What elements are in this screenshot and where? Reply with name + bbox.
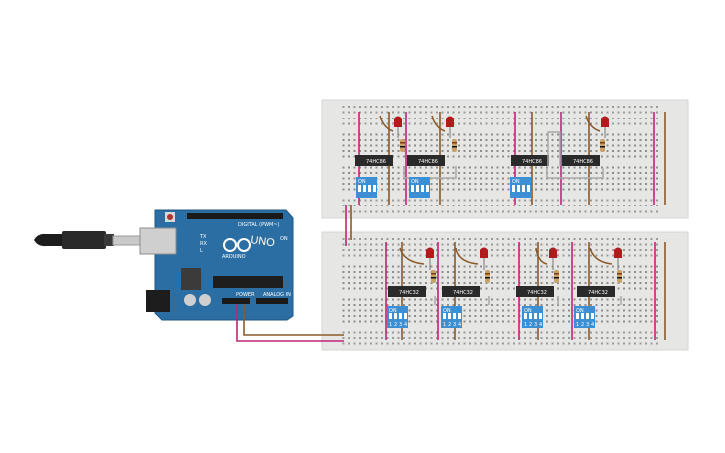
bottom-resistor-3[interactable] [554, 270, 559, 283]
top-dip-2-on: ON [411, 179, 419, 185]
top-terminal-lower [340, 165, 660, 193]
bottom-led-1[interactable] [399, 247, 434, 271]
top-resistor-2[interactable] [452, 139, 457, 152]
top-resistor-1[interactable] [400, 139, 405, 152]
top-terminal-upper [340, 131, 660, 159]
bottom-dip-switch-4[interactable]: ON 1 2 3 4 [574, 306, 595, 328]
bottom-dip-2-num-2: 2 [448, 322, 451, 328]
arduino-uno-board[interactable]: DIGITAL (PWM~) UNO ARDUINO TX RX L ON PO… [139, 209, 294, 321]
top-chip-1[interactable]: 74HC86 [355, 155, 393, 166]
digital-label: DIGITAL (PWM~) [238, 222, 280, 228]
uno-label: UNO [250, 234, 276, 249]
analog-label: ANALOG IN [263, 292, 291, 298]
bottom-dip-1-num-2: 2 [394, 322, 397, 328]
power-header [222, 298, 250, 304]
bottom-gray-jumpers[interactable] [434, 296, 622, 305]
bottom-dip-4-on: ON [576, 308, 584, 314]
bottom-chip-1-label: 74HC32 [399, 290, 419, 296]
top-dip-switch-3[interactable]: ON [510, 177, 531, 198]
analog-header [256, 298, 288, 304]
tx-label: TX [199, 234, 207, 240]
usb-jack [139, 227, 177, 255]
atmega-chip [213, 276, 283, 288]
power-label: POWER [236, 292, 255, 298]
top-chip-2-label: 74HC86 [418, 159, 438, 165]
bottom-dip-3-num-3: 3 [534, 322, 537, 328]
bottom-led-3[interactable] [535, 247, 557, 271]
top-chip-3-label: 74HC86 [522, 159, 542, 165]
top-chip-1-label: 74HC86 [366, 159, 386, 165]
bottom-dip-1-on: ON [389, 308, 397, 314]
bottom-chip-4-label: 74HC32 [588, 290, 608, 296]
reset-button[interactable] [167, 214, 173, 220]
bottom-power-rail-1 [340, 236, 660, 246]
bottom-dip-1-num-3: 3 [399, 322, 402, 328]
top-power-rail-3 [340, 196, 660, 206]
arduino-logo-right [237, 238, 251, 252]
l-label: L [200, 248, 203, 254]
bottom-dip-switch-2[interactable]: ON 1 2 3 4 [441, 306, 462, 328]
top-resistor-3[interactable] [600, 139, 605, 152]
connection-wires[interactable] [236, 205, 352, 342]
bottom-resistor-1[interactable] [431, 270, 436, 283]
bottom-chip-3-label: 74HC32 [527, 290, 547, 296]
bottom-dip-2-num-3: 3 [453, 322, 456, 328]
bottom-dip-4-num-4: 4 [591, 322, 594, 328]
top-power-rail-2 [340, 118, 660, 128]
capacitor-1 [184, 294, 196, 306]
bottom-dip-3-on: ON [524, 308, 532, 314]
on-label: ON [280, 236, 288, 242]
arduino-brand: ARDUINO [222, 254, 246, 260]
bottom-dip-3-num-2: 2 [529, 322, 532, 328]
bottom-dip-2-on: ON [443, 308, 451, 314]
bottom-led-4[interactable] [589, 247, 622, 271]
voltage-regulator [181, 268, 201, 290]
top-led-3[interactable] [585, 115, 609, 138]
top-chip-4-label: 74HC86 [573, 159, 593, 165]
bottom-chip-4[interactable]: 74HC32 [577, 286, 615, 297]
bottom-dip-3-num-1: 1 [524, 322, 527, 328]
bottom-terminal-upper [340, 262, 660, 290]
bottom-dip-switch-3[interactable]: ON 1 2 3 4 [522, 306, 543, 328]
bottom-dip-2-num-4: 4 [458, 322, 461, 328]
top-dip-switch-1[interactable]: ON [356, 177, 377, 198]
arduino-logo-left [223, 238, 237, 252]
top-dip-switch-2[interactable]: ON [409, 177, 430, 198]
top-chip-3[interactable]: 74HC86 [511, 155, 549, 166]
top-chip-4[interactable]: 74HC86 [562, 155, 600, 166]
bottom-dip-1-num-1: 1 [389, 322, 392, 328]
bottom-chip-2-label: 74HC32 [453, 290, 473, 296]
rx-label: RX [200, 241, 207, 247]
bottom-resistor-4[interactable] [617, 270, 622, 283]
bottom-power-rail-3 [340, 330, 660, 340]
bottom-dip-3-num-4: 4 [539, 322, 542, 328]
bottom-resistor-2[interactable] [485, 270, 490, 283]
bottom-dip-4-num-3: 3 [586, 322, 589, 328]
top-led-2[interactable] [431, 115, 454, 138]
top-dip-3-on: ON [512, 179, 520, 185]
top-led-1[interactable] [379, 115, 402, 138]
top-dip-1-on: ON [358, 179, 366, 185]
top-power-rail-4 [340, 208, 660, 216]
bottom-power-rail-4 [340, 340, 660, 348]
bottom-chip-2[interactable]: 74HC32 [442, 286, 480, 297]
bottom-dip-2-num-1: 1 [443, 322, 446, 328]
digital-header [187, 213, 283, 219]
top-chip-2[interactable]: 74HC86 [407, 155, 445, 166]
top-power-rail-1 [340, 104, 660, 114]
bottom-led-2[interactable] [455, 247, 488, 271]
bottom-dip-1-num-4: 4 [404, 322, 407, 328]
bottom-dip-switch-1[interactable]: ON 1 2 3 4 [387, 306, 408, 328]
bottom-breadboard[interactable] [321, 231, 689, 351]
bottom-dip-4-num-2: 2 [581, 322, 584, 328]
bottom-chip-3[interactable]: 74HC32 [516, 286, 554, 297]
bottom-power-rail-2 [340, 249, 660, 259]
bottom-dip-4-num-1: 1 [576, 322, 579, 328]
bottom-chip-1[interactable]: 74HC32 [388, 286, 426, 297]
usb-cable[interactable] [34, 231, 144, 249]
power-jack [146, 290, 170, 312]
capacitor-2 [199, 294, 211, 306]
